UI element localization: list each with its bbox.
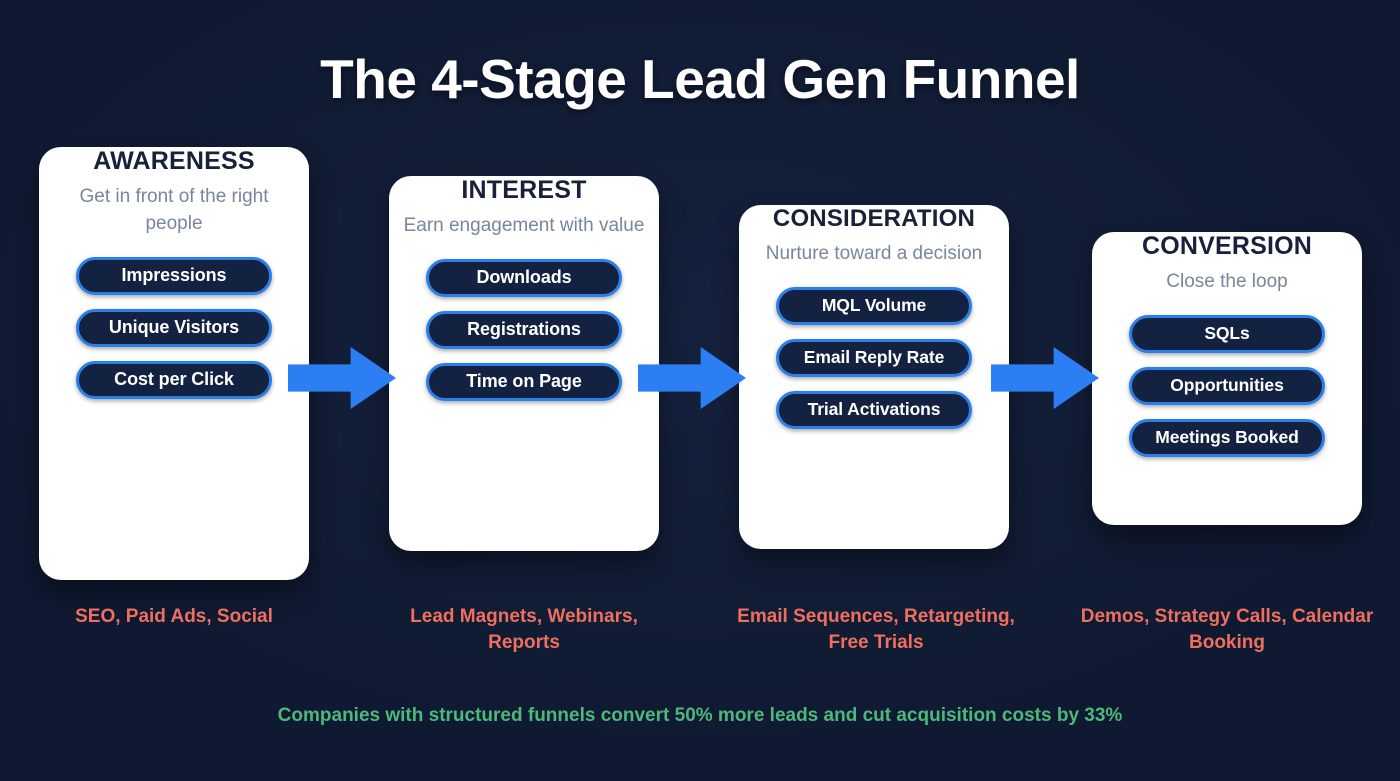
stage-title: AWARENESS	[93, 147, 255, 175]
stage-subtitle: Close the loop	[1166, 271, 1288, 292]
page-title: The 4-Stage Lead Gen Funnel	[320, 48, 1080, 110]
metric-list: Impressions Unique Visitors Cost per Cli…	[53, 256, 295, 399]
stage-title: CONSIDERATION	[772, 205, 976, 232]
metric-pill: Email Reply Rate	[776, 338, 972, 377]
stage-title: CONVERSION	[1141, 232, 1313, 260]
stage-title: INTEREST	[461, 176, 587, 204]
metric-pill: Trial Activations	[776, 390, 972, 429]
metric-pill: Unique Visitors	[76, 308, 272, 347]
stage-card-consideration: CONSIDERATION Nurture toward a decision …	[739, 205, 1009, 549]
stage-caption: Email Sequences, Retargeting, Free Trial…	[737, 606, 1015, 654]
footer-stat-note: Companies with structured funnels conver…	[277, 705, 1123, 726]
stage-subtitle: Nurture toward a decision	[765, 243, 983, 264]
metric-list: MQL Volume Email Reply Rate Trial Activa…	[753, 286, 995, 429]
stage-subtitle: Get in front of the right people	[79, 186, 269, 234]
metric-pill: SQLs	[1129, 314, 1325, 353]
metric-pill: Opportunities	[1129, 366, 1325, 405]
metric-pill: Cost per Click	[76, 360, 272, 399]
stage-subtitle: Earn engagement with value	[403, 215, 645, 236]
stage-card-interest: INTEREST Earn engagement with value Down…	[389, 176, 659, 551]
metric-pill: Impressions	[76, 256, 272, 295]
stage-caption: Demos, Strategy Calls, Calendar Booking	[1080, 606, 1374, 654]
metric-list: SQLs Opportunities Meetings Booked	[1106, 314, 1348, 457]
metric-pill: Time on Page	[426, 362, 622, 401]
stage-card-awareness: AWARENESS Get in front of the right peop…	[39, 147, 309, 580]
metric-pill: MQL Volume	[776, 286, 972, 325]
stage-card-conversion: CONVERSION Close the loop SQLs Opportuni…	[1092, 232, 1362, 525]
stage-caption: SEO, Paid Ads, Social	[75, 606, 273, 627]
metric-pill: Meetings Booked	[1129, 418, 1325, 457]
metric-list: Downloads Registrations Time on Page	[403, 258, 645, 401]
stage-caption: Lead Magnets, Webinars, Reports	[410, 606, 638, 654]
metric-pill: Downloads	[426, 258, 622, 297]
metric-pill: Registrations	[426, 310, 622, 349]
